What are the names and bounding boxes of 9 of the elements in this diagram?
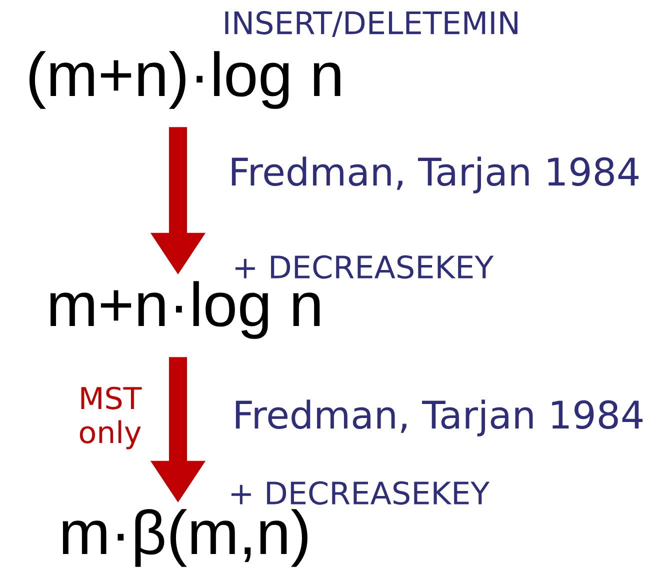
note-text: MST only [80,386,142,450]
operation-label: INSERT/DELETEMIN [225,11,518,37]
operation-label: + DECREASEKEY [235,255,494,279]
complexity-formula: m·β(m,n) [62,509,308,567]
complexity-formula: m+n·log n [50,281,320,339]
citation-text: Fredman, Tarjan 1984 [232,156,639,194]
citation-text: Fredman, Tarjan 1984 [236,400,643,436]
operation-label: + DECREASEKEY [231,481,490,505]
complexity-formula: (m+n)·log n [29,51,340,109]
